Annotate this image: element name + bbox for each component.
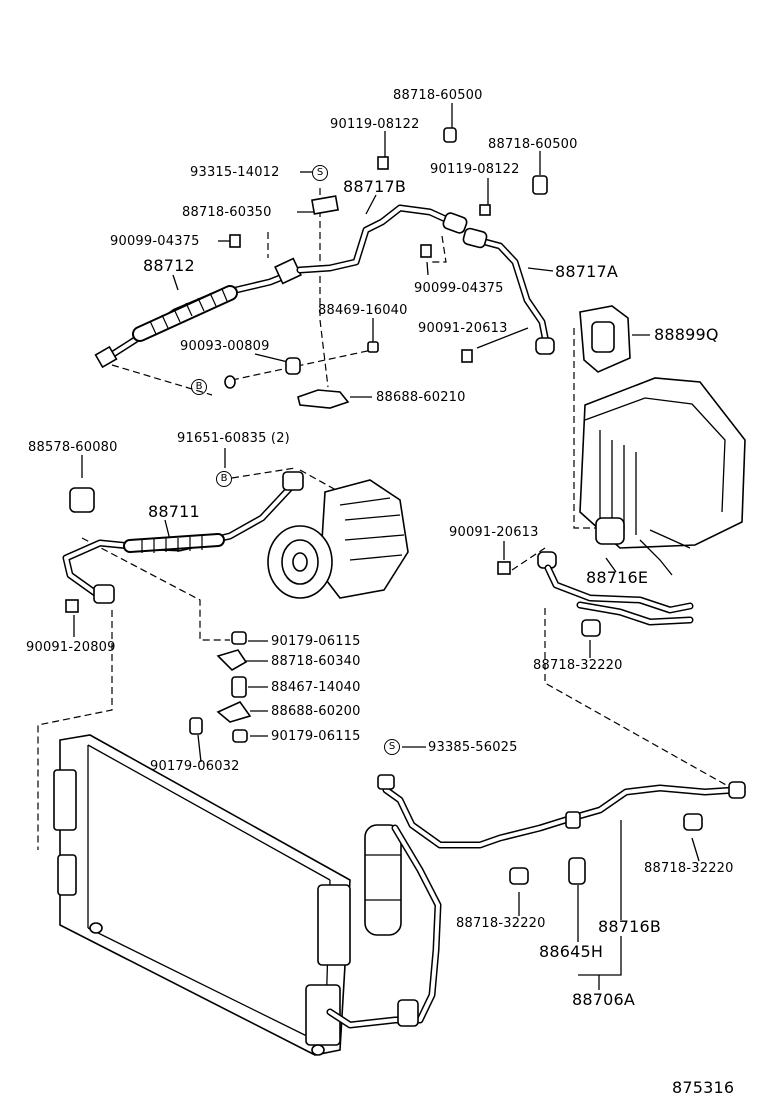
- part-label: 90119-08122: [430, 162, 520, 177]
- part-label: 88688-60210: [376, 390, 466, 405]
- part-label: 90179-06115: [271, 729, 361, 744]
- pipe-88717a: [462, 227, 555, 355]
- part-label: 91651-60835 (2): [177, 431, 290, 446]
- part-label: 88469-16040: [318, 303, 408, 318]
- fasteners-middle: [189, 631, 252, 743]
- part-label: 88718-32220: [456, 916, 546, 931]
- hose-88712: [94, 257, 304, 369]
- part-label: 90093-00809: [180, 339, 270, 354]
- figure-number: 875316: [672, 1078, 735, 1097]
- part-label: 88716E: [586, 568, 649, 587]
- part-label: 90099-04375: [414, 281, 504, 296]
- b-marker: B: [216, 471, 232, 487]
- part-label: 93315-14012: [190, 165, 280, 180]
- part-label: 88688-60200: [271, 704, 361, 719]
- part-label: 90091-20613: [418, 321, 508, 336]
- part-label: 88711: [148, 502, 200, 521]
- compressor-group: [62, 471, 409, 613]
- part-label: 88717A: [555, 262, 619, 281]
- part-label: 88718-60500: [393, 88, 483, 103]
- part-label: 88899Q: [654, 325, 719, 344]
- part-label: 90091-20809: [26, 640, 116, 655]
- part-label: 88645H: [539, 942, 604, 961]
- s-marker: S: [384, 739, 400, 755]
- part-label: 90179-06115: [271, 634, 361, 649]
- part-label: 88706A: [572, 990, 636, 1009]
- condenser: [53, 734, 351, 1056]
- pipe-88717b: [296, 204, 468, 274]
- part-label: 90119-08122: [330, 117, 420, 132]
- part-label: 90179-06032: [150, 759, 240, 774]
- part-label: 88717B: [343, 177, 407, 196]
- receiver-group: [326, 774, 746, 1029]
- s-marker: S: [312, 165, 328, 181]
- part-label: 88716B: [598, 917, 662, 936]
- part-label: 88718-60340: [271, 654, 361, 669]
- part-label: 88578-60080: [28, 440, 118, 455]
- part-label: 88718-60500: [488, 137, 578, 152]
- part-label: 90099-04375: [110, 234, 200, 249]
- b-marker: B: [191, 379, 207, 395]
- part-label: 93385-56025: [428, 740, 518, 755]
- part-label: 88467-14040: [271, 680, 361, 695]
- leader-lines: [73, 103, 700, 990]
- part-label: 88718-32220: [533, 658, 623, 673]
- part-label: 88718-60350: [182, 205, 272, 220]
- evaporator-unit: [579, 377, 746, 576]
- part-label: 90091-20613: [449, 525, 539, 540]
- pipe-88716e: [497, 551, 694, 637]
- fasteners-top: [224, 127, 548, 409]
- bracket-88899q: [579, 305, 631, 373]
- part-label: 88718-32220: [644, 861, 734, 876]
- part-label: 88712: [143, 256, 195, 275]
